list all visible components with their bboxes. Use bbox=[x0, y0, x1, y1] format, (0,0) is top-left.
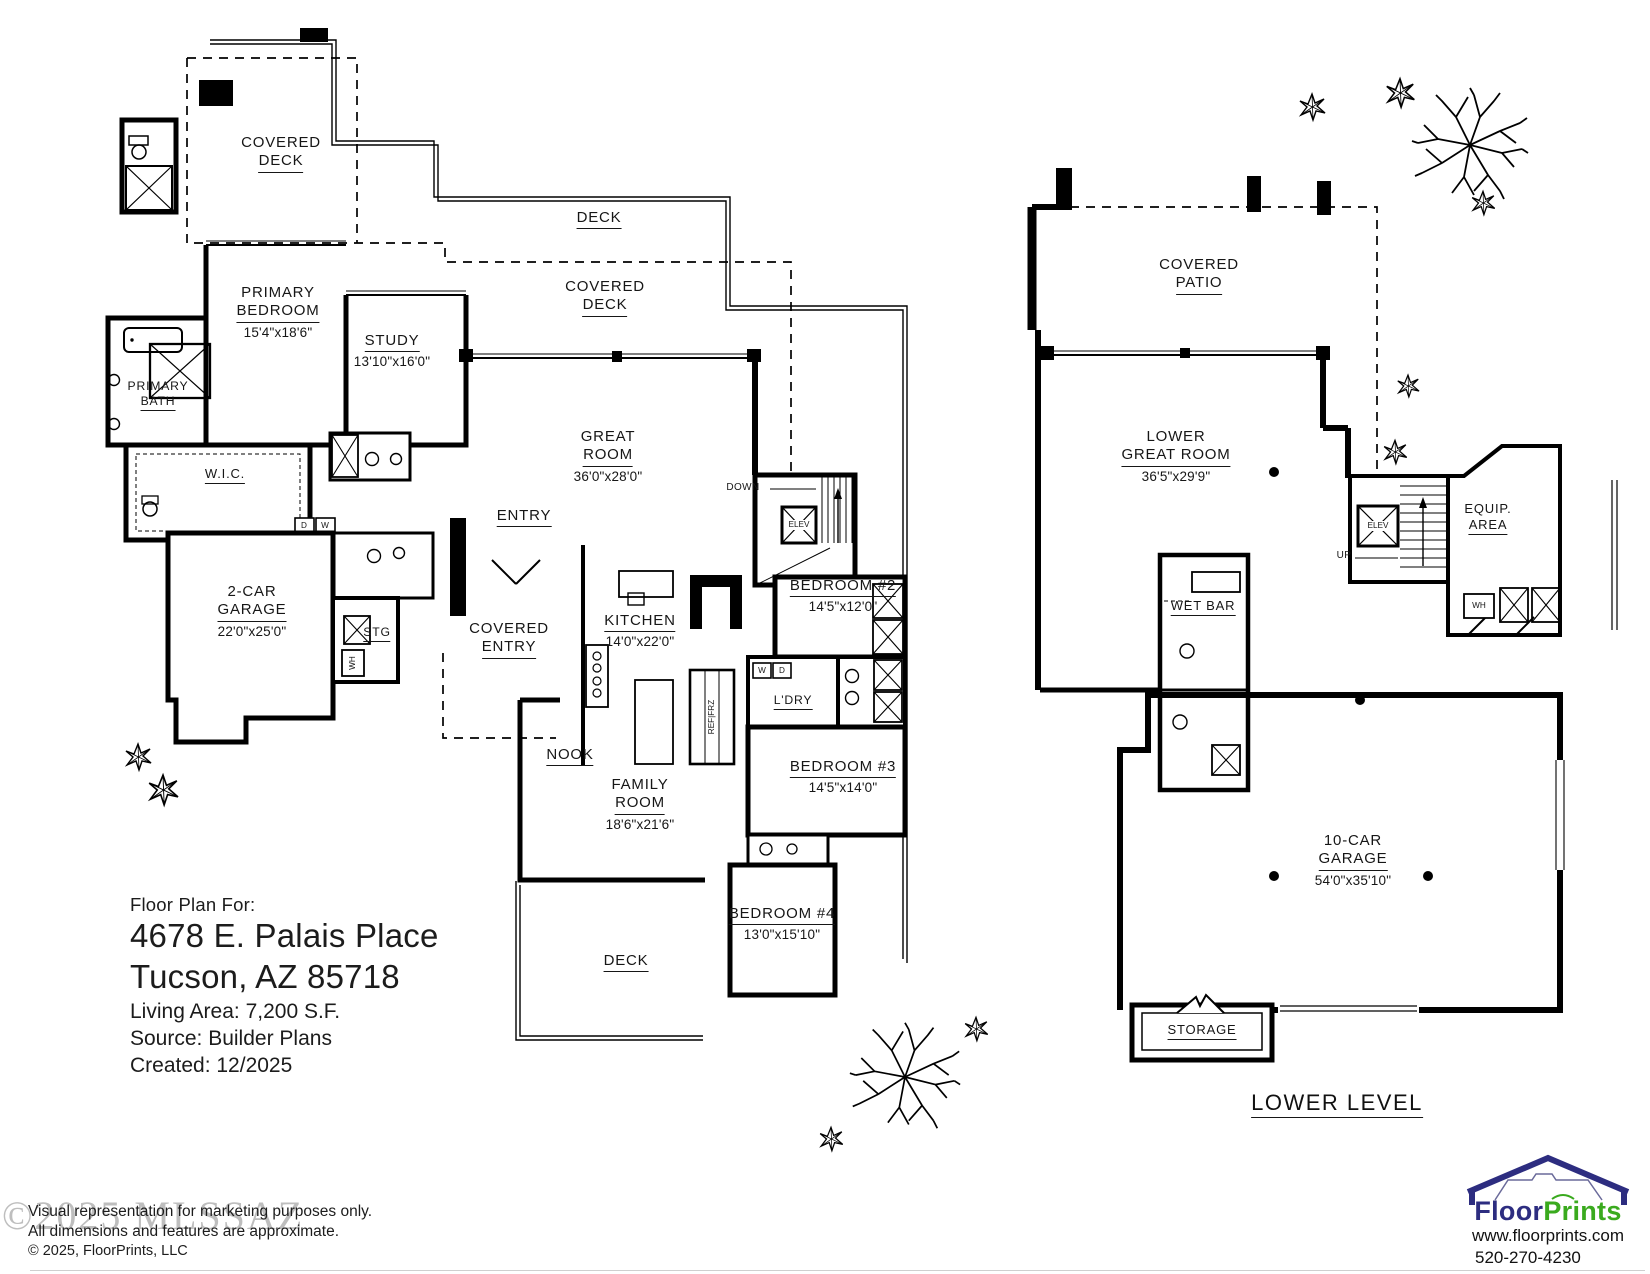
title-source: Source: Builder Plans bbox=[130, 1027, 332, 1051]
title-address-line1: 4678 E. Palais Place bbox=[130, 917, 439, 954]
laundry-bath-block bbox=[746, 655, 907, 731]
label-nook: NOOK bbox=[546, 746, 594, 767]
label-covered-deck-n: COVERED DECK bbox=[565, 278, 645, 317]
label-primary-bedroom: PRIMARY BEDROOM 15'4"x18'6" bbox=[236, 284, 320, 340]
mls-watermark: ©2025 MLSSAZ bbox=[2, 1193, 305, 1238]
lower-level-plan bbox=[1027, 77, 1618, 1063]
landscaping-bottom bbox=[819, 1016, 989, 1152]
label-covered-entry: COVERED ENTRY bbox=[469, 620, 549, 659]
study-room bbox=[328, 290, 469, 482]
label-deck-n: DECK bbox=[576, 209, 622, 230]
label-primary-bath: PRIMARY BATH bbox=[128, 379, 189, 411]
great-room-walls bbox=[459, 349, 761, 475]
label-dryer-main: D bbox=[779, 666, 785, 675]
label-covered-patio: COVERED PATIO bbox=[1159, 256, 1239, 295]
label-equip-area: EQUIP. AREA bbox=[1464, 501, 1511, 535]
disclaimer-line1: Visual representation for marketing purp… bbox=[28, 1203, 373, 1220]
label-storage: STORAGE bbox=[1167, 1022, 1237, 1040]
garage-10car bbox=[1117, 467, 1566, 1063]
title-block: Floor Plan For: 4678 E. Palais Place Tuc… bbox=[130, 894, 439, 1080]
label-great-room: GREAT ROOM 36'0"x28'0" bbox=[573, 428, 643, 484]
lower-great-room-window-wall bbox=[1040, 346, 1330, 360]
family-room-walls bbox=[517, 697, 705, 883]
floorprints-logo-text: FloorPrints bbox=[1474, 1196, 1621, 1227]
label-wet-bar: WET BAR bbox=[1170, 598, 1236, 616]
label-elev-lower: ELEV bbox=[1366, 521, 1390, 531]
floorprints-logo-house-icon bbox=[1466, 1154, 1630, 1205]
nw-bath bbox=[119, 117, 179, 215]
label-down: DOWN bbox=[726, 482, 760, 493]
label-up: UP bbox=[1336, 550, 1352, 561]
title-intro: Floor Plan For: bbox=[130, 894, 256, 915]
label-lower-great-room: LOWER GREAT ROOM 36'5"x29'9" bbox=[1121, 428, 1231, 484]
stair-elevator-lower bbox=[1348, 474, 1450, 584]
title-address-line2: Tucson, AZ 85718 bbox=[130, 957, 400, 995]
label-study: STUDY 13'10"x16'0" bbox=[353, 332, 431, 370]
label-ref-frz: REF|FRZ bbox=[707, 699, 716, 735]
label-dryer-wic: D bbox=[301, 521, 307, 530]
bottom-rule bbox=[30, 1270, 1645, 1271]
label-family-room: FAMILY ROOM 18'6"x21'6" bbox=[605, 776, 675, 832]
stair-elevator-main bbox=[752, 472, 858, 588]
logo-floor: Floor bbox=[1474, 1196, 1544, 1226]
label-elev-main: ELEV bbox=[787, 520, 811, 530]
label-stg: STG bbox=[363, 625, 391, 642]
deck-railing bbox=[210, 39, 908, 1041]
label-bedroom2: BEDROOM #2 14'5"x12'0" bbox=[789, 577, 897, 615]
logo-prints: Prints bbox=[1543, 1196, 1622, 1226]
disclaimer-block: Visual representation for marketing purp… bbox=[28, 1202, 372, 1261]
label-wh-main: WH bbox=[348, 656, 357, 670]
wet-bar-block bbox=[1157, 552, 1251, 793]
bedroom4-block bbox=[727, 833, 838, 998]
disclaimer-line2: All dimensions and features are approxim… bbox=[28, 1223, 340, 1241]
title-created: Created: 12/2025 bbox=[130, 1054, 293, 1078]
primary-suite bbox=[105, 240, 349, 543]
copyright-line: © 2025, FloorPrints, LLC bbox=[28, 1243, 188, 1260]
lower-level-caption: LOWER LEVEL bbox=[1251, 1090, 1423, 1118]
label-kitchen: KITCHEN 14'0"x22'0" bbox=[604, 612, 676, 650]
label-washer-main: W bbox=[758, 666, 766, 675]
landscaping-lower bbox=[1299, 77, 1529, 465]
floorprints-url: www.floorprints.com bbox=[1471, 1226, 1625, 1245]
landscaping-main bbox=[125, 743, 179, 806]
title-living-area: Living Area: 7,200 S.F. bbox=[130, 999, 341, 1023]
label-washer-wic: W bbox=[321, 521, 329, 530]
garage-2car bbox=[165, 530, 400, 745]
label-bedroom4: BEDROOM #4 13'0"x15'10" bbox=[728, 905, 836, 943]
label-entry: ENTRY bbox=[496, 507, 552, 528]
bedroom2-block bbox=[772, 574, 908, 660]
label-bedroom3: BEDROOM #3 14'5"x14'0" bbox=[789, 758, 897, 796]
label-ldry: L'DRY bbox=[773, 693, 813, 710]
label-wic: W.I.C. bbox=[204, 466, 246, 484]
label-deck-s: DECK bbox=[603, 952, 649, 973]
patio-dashed-line bbox=[1070, 206, 1378, 478]
floorprints-phone: 520-270-4230 bbox=[1475, 1248, 1581, 1267]
label-garage-2car: 2-CAR GARAGE 22'0"x25'0" bbox=[217, 583, 287, 639]
kitchen-fixtures bbox=[581, 545, 742, 766]
bedroom3-walls bbox=[745, 724, 908, 838]
label-wh-lower: WH bbox=[1472, 601, 1486, 610]
entry-area bbox=[450, 518, 541, 616]
equip-area-walls bbox=[1446, 444, 1618, 637]
main-level-plan bbox=[105, 28, 908, 1041]
label-garage-10car: 10-CAR GARAGE 54'0"x35'10" bbox=[1314, 832, 1392, 888]
label-covered-deck-nw: COVERED DECK bbox=[241, 134, 321, 173]
